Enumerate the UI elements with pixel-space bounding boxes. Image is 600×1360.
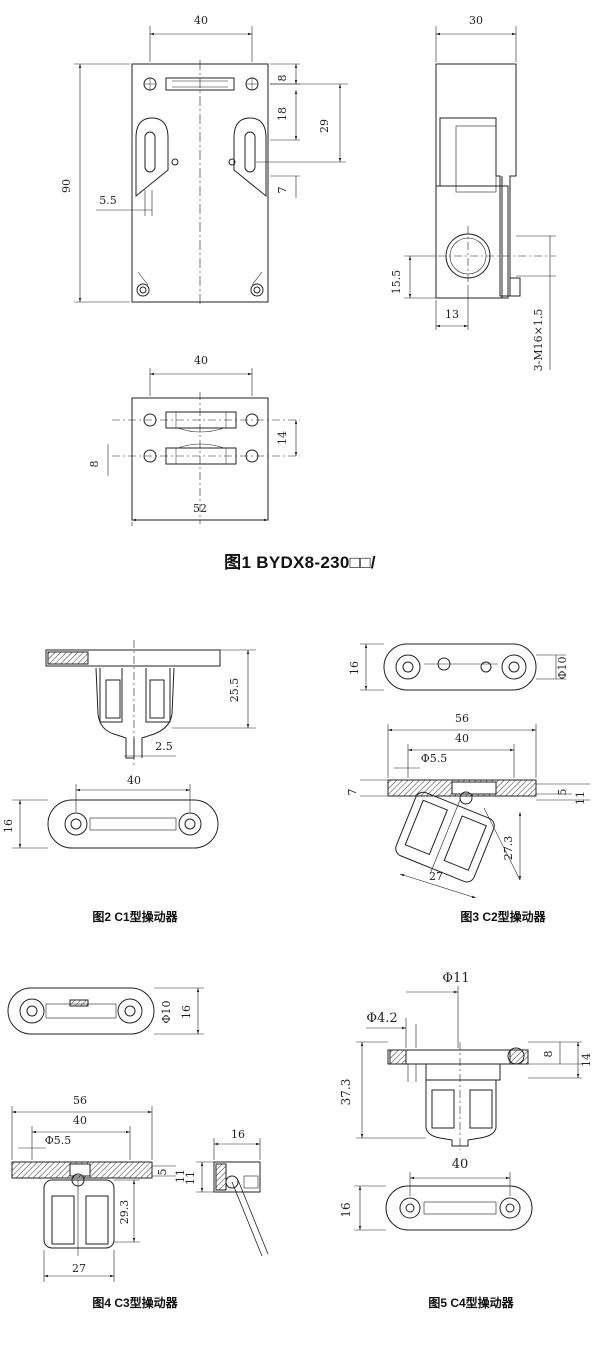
dim-fig3-5: 5 (556, 789, 569, 796)
dim-fig5-dia-4-2: Φ4.2 (366, 1011, 397, 1026)
dim-fig5-width: 16 (339, 1202, 353, 1217)
figure2-caption: 图2 C1型操动器 (92, 910, 178, 924)
dim-fig1-7: 7 (276, 187, 289, 194)
dim-fig5-height: 37.3 (339, 1079, 353, 1106)
dim-fig1-front-height: 90 (60, 179, 73, 193)
dim-fig1-bottom-8: 8 (88, 461, 101, 468)
dim-fig1-side-depth: 13 (445, 308, 459, 321)
dim-fig2-length: 40 (127, 774, 141, 787)
dim-fig4-side-16: 16 (231, 1128, 245, 1141)
dim-fig1-29: 29 (318, 119, 331, 133)
dim-fig1-side-width: 30 (469, 14, 483, 27)
figure4-caption: 图4 C3型操动器 (92, 1296, 178, 1310)
dim-fig3-56: 56 (455, 712, 469, 725)
dim-fig3-27-3: 27.3 (502, 836, 515, 861)
fig2-c1-actuator (12, 640, 256, 849)
dim-fig4-11: 11 (174, 1169, 187, 1183)
figure5-caption: 图5 C4型操动器 (428, 1296, 514, 1310)
fig1-bottom-view (107, 368, 300, 526)
dim-fig1-thread: 3-M16×1.5 (532, 309, 545, 372)
dim-fig3-11: 11 (574, 791, 587, 805)
dim-fig1-side-height: 15.5 (390, 270, 403, 295)
fig1-front-view (74, 26, 348, 306)
fig3-c2-actuator (360, 643, 590, 899)
dim-fig4-29-3: 29.3 (118, 1200, 131, 1225)
dim-fig4-width: 16 (180, 1005, 193, 1019)
dim-fig5-length: 40 (452, 1157, 469, 1172)
dim-fig4-40: 40 (73, 1114, 87, 1127)
dim-fig1-bottom-outer: 52 (193, 502, 207, 515)
dim-fig1-18: 18 (276, 107, 289, 121)
figure1-caption: 图1 BYDX8-230□□/ (224, 553, 376, 572)
dim-fig1-hole-offset: 5.5 (99, 194, 117, 207)
dim-fig1-bottom-14: 14 (276, 431, 289, 445)
dim-fig1-bottom-inner: 40 (194, 354, 208, 367)
dim-fig2-height: 25.5 (228, 678, 241, 703)
dim-fig4-56: 56 (73, 1094, 87, 1107)
fig5-c4-actuator (354, 986, 582, 1231)
fig4-c3-actuator (7, 987, 269, 1282)
dim-fig4-27: 27 (72, 1262, 86, 1275)
dim-fig4-side-11: 11 (184, 1171, 197, 1185)
dim-fig5-dia-11: Φ11 (442, 971, 469, 986)
dim-fig4-hole: Φ5.5 (45, 1134, 72, 1147)
dim-fig3-hole: Φ5.5 (421, 752, 448, 765)
dim-fig4-5: 5 (156, 1169, 169, 1176)
dim-fig1-front-width: 40 (194, 14, 208, 27)
dim-fig3-7: 7 (346, 789, 359, 796)
dim-fig5-8: 8 (542, 1051, 555, 1058)
dim-fig3-width: 16 (348, 661, 361, 675)
dim-fig2-slot: 2.5 (155, 740, 173, 753)
dim-fig4-dia: Φ10 (160, 1000, 173, 1023)
dim-fig5-14: 14 (580, 1053, 593, 1067)
fig1-side-view (404, 26, 556, 370)
dim-fig3-dia: Φ10 (556, 656, 569, 679)
dim-fig3-40: 40 (455, 732, 469, 745)
dim-fig3-27: 27 (429, 870, 443, 883)
dim-fig2-width: 16 (2, 819, 15, 833)
dim-fig1-8: 8 (276, 75, 289, 82)
figure3-caption: 图3 C2型操动器 (460, 910, 546, 924)
